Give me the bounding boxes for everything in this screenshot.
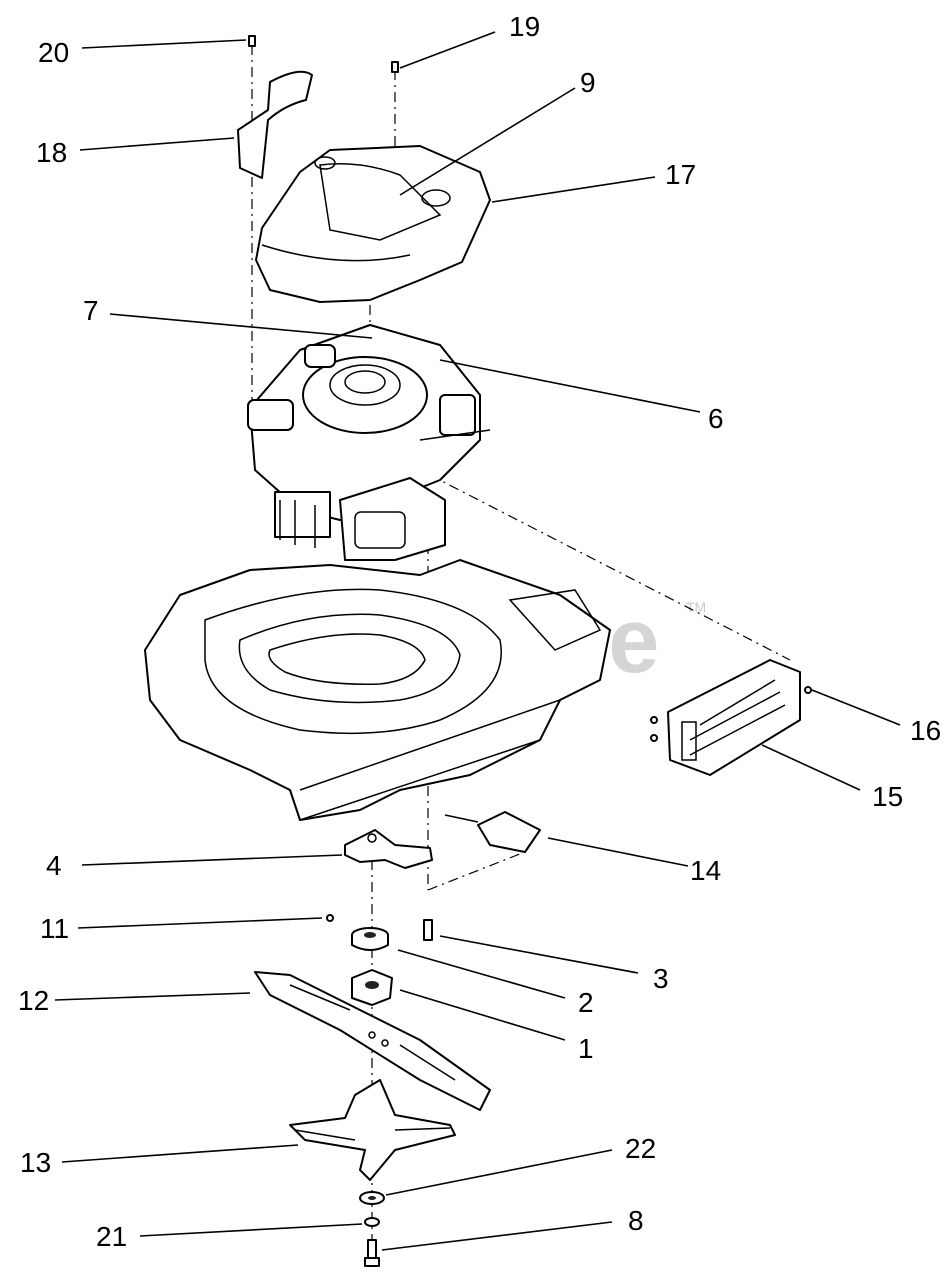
- rear-guard-part-15: [667, 659, 801, 776]
- screws-part-16: [650, 686, 812, 742]
- lockwasher-part-21: [364, 1217, 380, 1227]
- screw-part-19: [391, 61, 399, 73]
- callout-8: 8: [628, 1205, 644, 1236]
- callout-18: 18: [36, 137, 67, 168]
- screw-part-20: [248, 35, 256, 47]
- callout-3: 3: [653, 963, 669, 994]
- adapter-part-1: [351, 969, 393, 1006]
- blade-stiffener-part-13: [289, 1079, 456, 1181]
- screw-part-11: [326, 914, 334, 922]
- callout-labels: 20 19 9 18 17 7 6 16 15 4 14 11 3 2 12 1…: [18, 11, 941, 1252]
- callout-12: 12: [18, 985, 49, 1016]
- washer-part-22: [359, 1191, 385, 1205]
- callout-16: 16: [910, 715, 941, 746]
- spacer-part-2: [351, 927, 389, 951]
- callout-2: 2: [578, 987, 594, 1018]
- callout-9: 9: [580, 67, 596, 98]
- callout-1: 1: [578, 1033, 594, 1064]
- bracket-part-4: [344, 829, 433, 869]
- callout-22: 22: [625, 1133, 656, 1164]
- bolt-part-8: [364, 1239, 380, 1267]
- assembly-guide-lines: [251, 45, 791, 1245]
- callout-6: 6: [708, 403, 724, 434]
- bolt-part-3: [423, 919, 433, 941]
- engine-part-6: [247, 324, 491, 561]
- mower-deck: [144, 559, 611, 821]
- callout-15: 15: [872, 781, 903, 812]
- callout-14: 14: [690, 855, 721, 886]
- callout-13: 13: [20, 1147, 51, 1178]
- callout-11: 11: [40, 913, 69, 944]
- watermark-trademark: TM: [686, 599, 706, 615]
- blade-part-12: [254, 971, 491, 1111]
- callout-21: 21: [96, 1221, 127, 1252]
- cable-part-14: [444, 811, 541, 853]
- callout-4: 4: [46, 850, 62, 881]
- callout-20: 20: [38, 37, 69, 68]
- shield-part-18: [237, 70, 313, 179]
- leader-lines: [54, 31, 901, 1251]
- callout-17: 17: [665, 159, 696, 190]
- shroud-part-17: [255, 145, 491, 303]
- callout-7: 7: [83, 295, 99, 326]
- callout-19: 19: [509, 11, 540, 42]
